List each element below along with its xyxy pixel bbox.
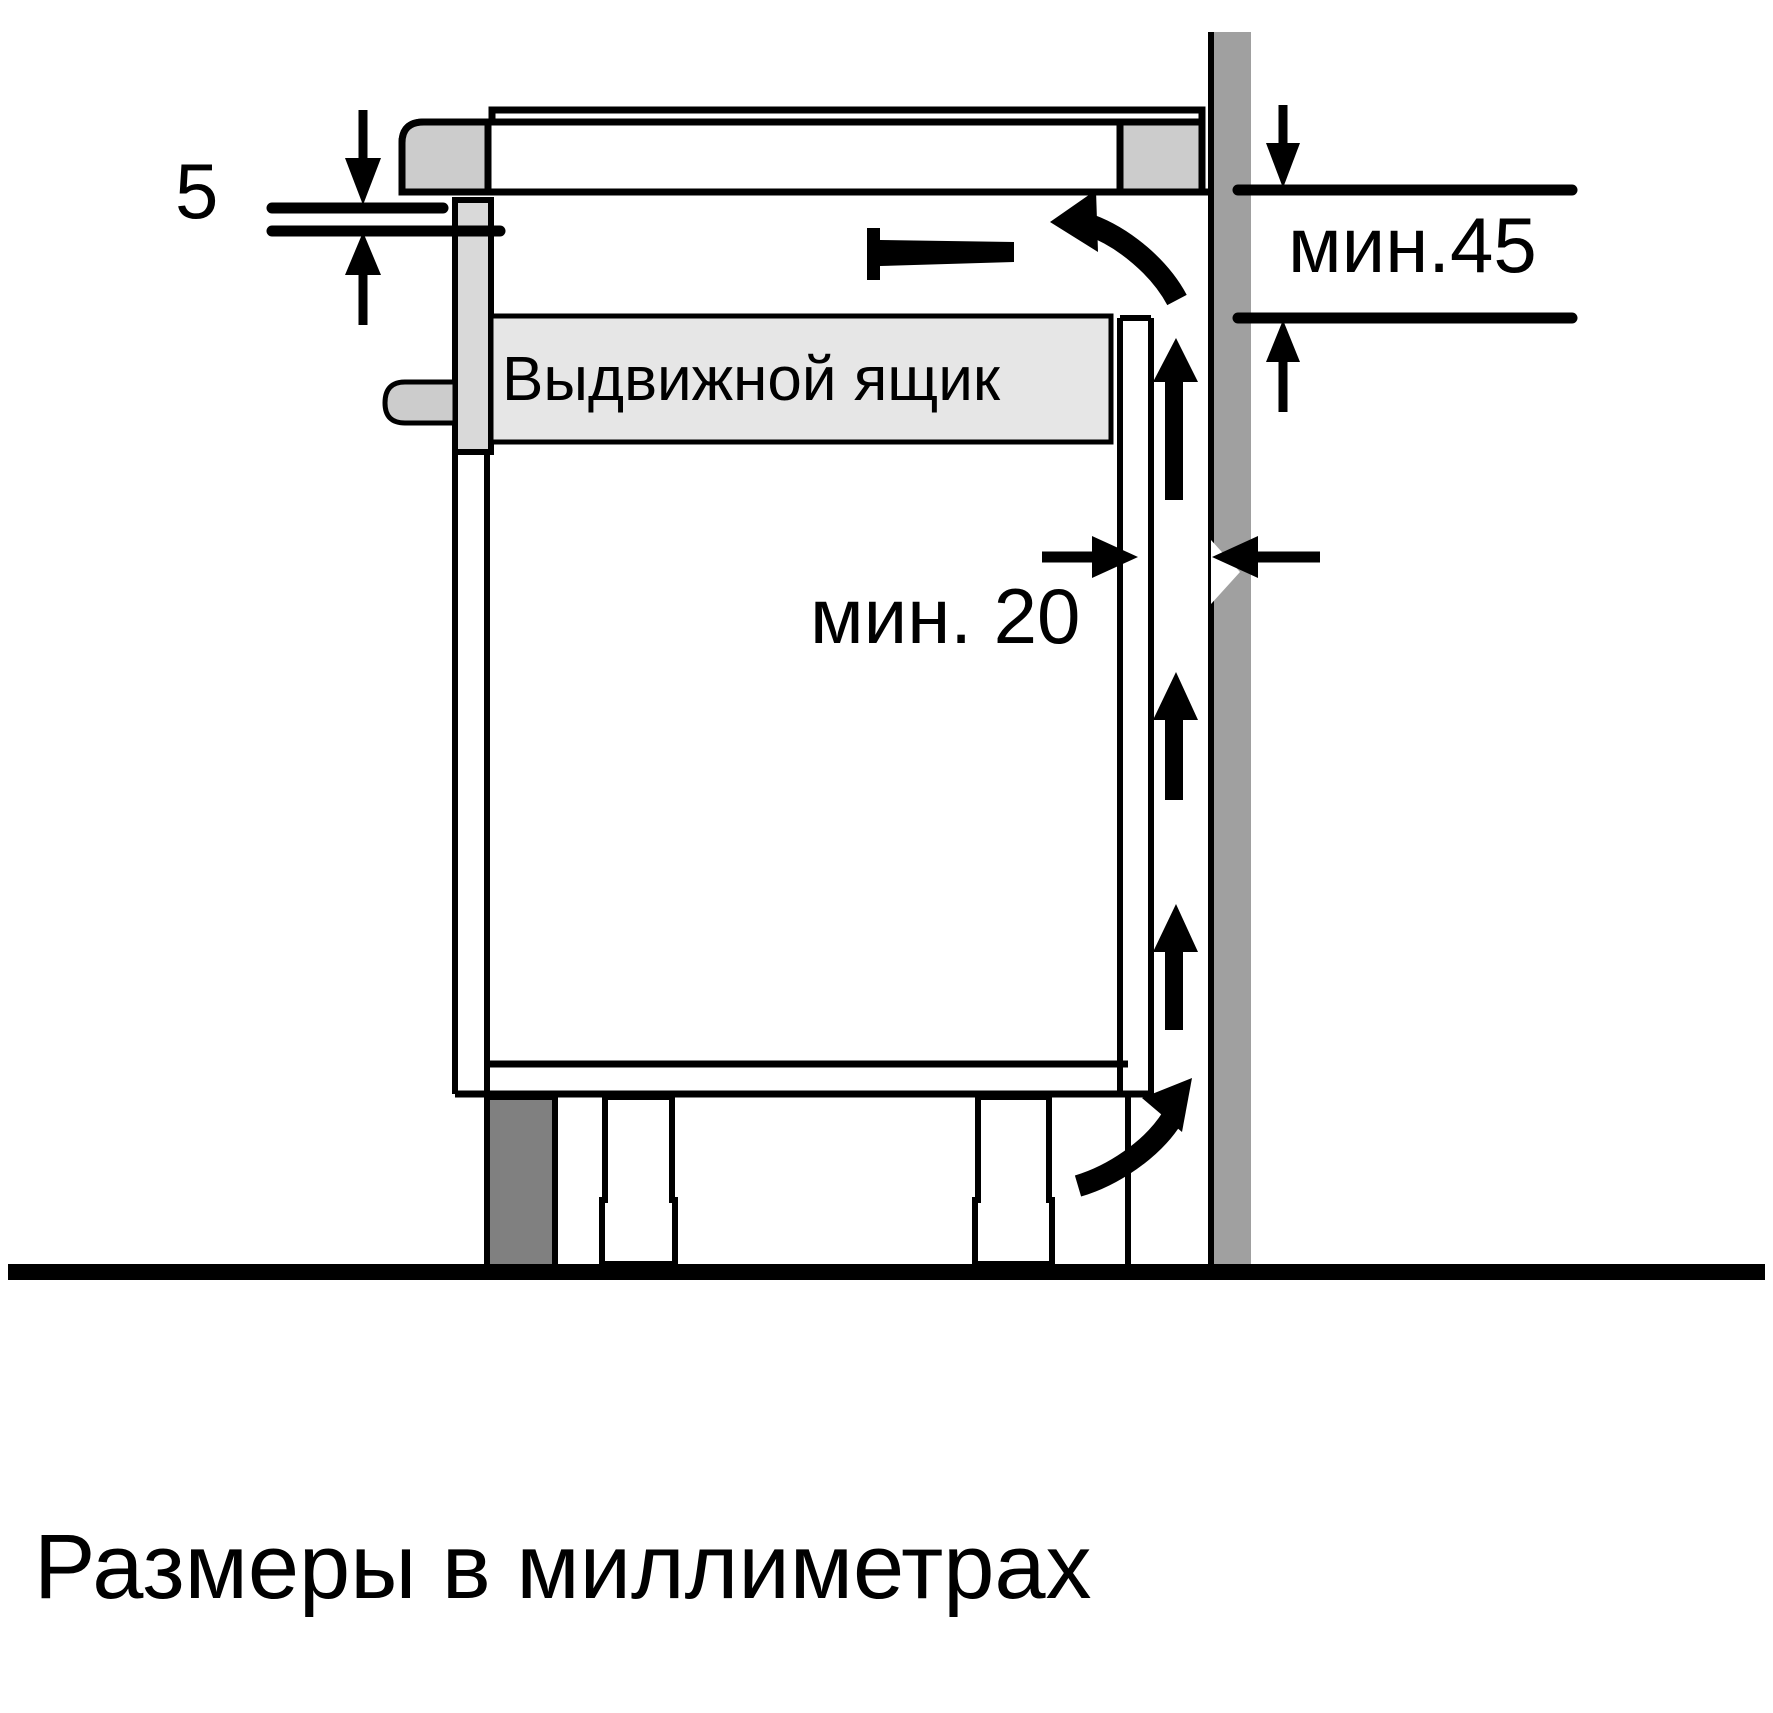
cooktop-left-cap xyxy=(398,118,492,196)
airflow-curve-top-shaft xyxy=(1085,214,1187,306)
figure-caption: Размеры в миллиметрах xyxy=(34,1516,1092,1618)
adjustable-leg-2 xyxy=(972,1094,1055,1267)
min45-arrow-up-head xyxy=(1266,320,1300,362)
drawer-body-band xyxy=(488,313,1114,445)
cooktop-body xyxy=(398,118,1206,196)
airflow-curve-bottom-shaft xyxy=(1074,1111,1182,1197)
airflow-arrow-up-1 xyxy=(1153,338,1198,500)
cooktop xyxy=(398,106,1211,196)
dimension-label-min45: мин.45 xyxy=(1288,201,1537,289)
drawer-label: Выдвижной ящик xyxy=(502,345,1001,414)
floor-line xyxy=(8,1264,1765,1280)
gap-arrow-up-head xyxy=(345,232,381,275)
cooktop-right-cap xyxy=(1116,118,1206,196)
airflow-arrow-up-3 xyxy=(1153,904,1198,1030)
min20-arrow-left-head xyxy=(1212,536,1258,578)
foot-block-dark xyxy=(484,1094,558,1270)
dimension-wall-clearance: мин.45 xyxy=(1232,105,1578,412)
dimension-label-5: 5 xyxy=(175,147,218,235)
airflow-arrow-curve-bottom xyxy=(1074,1078,1192,1197)
dimension-rear-clearance: мин. 20 xyxy=(810,536,1320,660)
airflow-curve-bottom-head xyxy=(1142,1078,1192,1132)
dimension-gap-top: 5 xyxy=(175,110,506,325)
wall-fill xyxy=(1209,32,1251,1278)
min45-arrow-down-head xyxy=(1266,143,1300,188)
airflow-arrow-left xyxy=(867,228,1014,280)
airflow-arrow-up-1-glyph xyxy=(1153,338,1198,500)
airflow-arrow-up-2 xyxy=(1153,672,1198,800)
airflow-arrow-up-2-glyph xyxy=(1153,672,1198,800)
airflow-arrow-left-glyph xyxy=(867,228,1014,280)
dimension-label-min20: мин. 20 xyxy=(810,572,1080,660)
drawer-handle xyxy=(382,379,458,426)
adjustable-leg-1 xyxy=(599,1094,678,1267)
plinth-feet xyxy=(484,1094,1131,1270)
gap-arrow-down-head xyxy=(345,158,381,205)
airflow-arrow-curve-top xyxy=(1050,190,1187,306)
airflow-arrow-up-3-glyph xyxy=(1153,904,1198,1030)
drawer: Выдвижной ящик xyxy=(382,197,1114,455)
drawer-front-panel xyxy=(452,197,494,455)
airflow-curve-top-head xyxy=(1050,190,1098,252)
airflow-arrows xyxy=(867,190,1198,1197)
floor xyxy=(8,1264,1765,1280)
min20-arrow-right-head xyxy=(1092,536,1138,578)
wall xyxy=(1208,32,1251,1278)
